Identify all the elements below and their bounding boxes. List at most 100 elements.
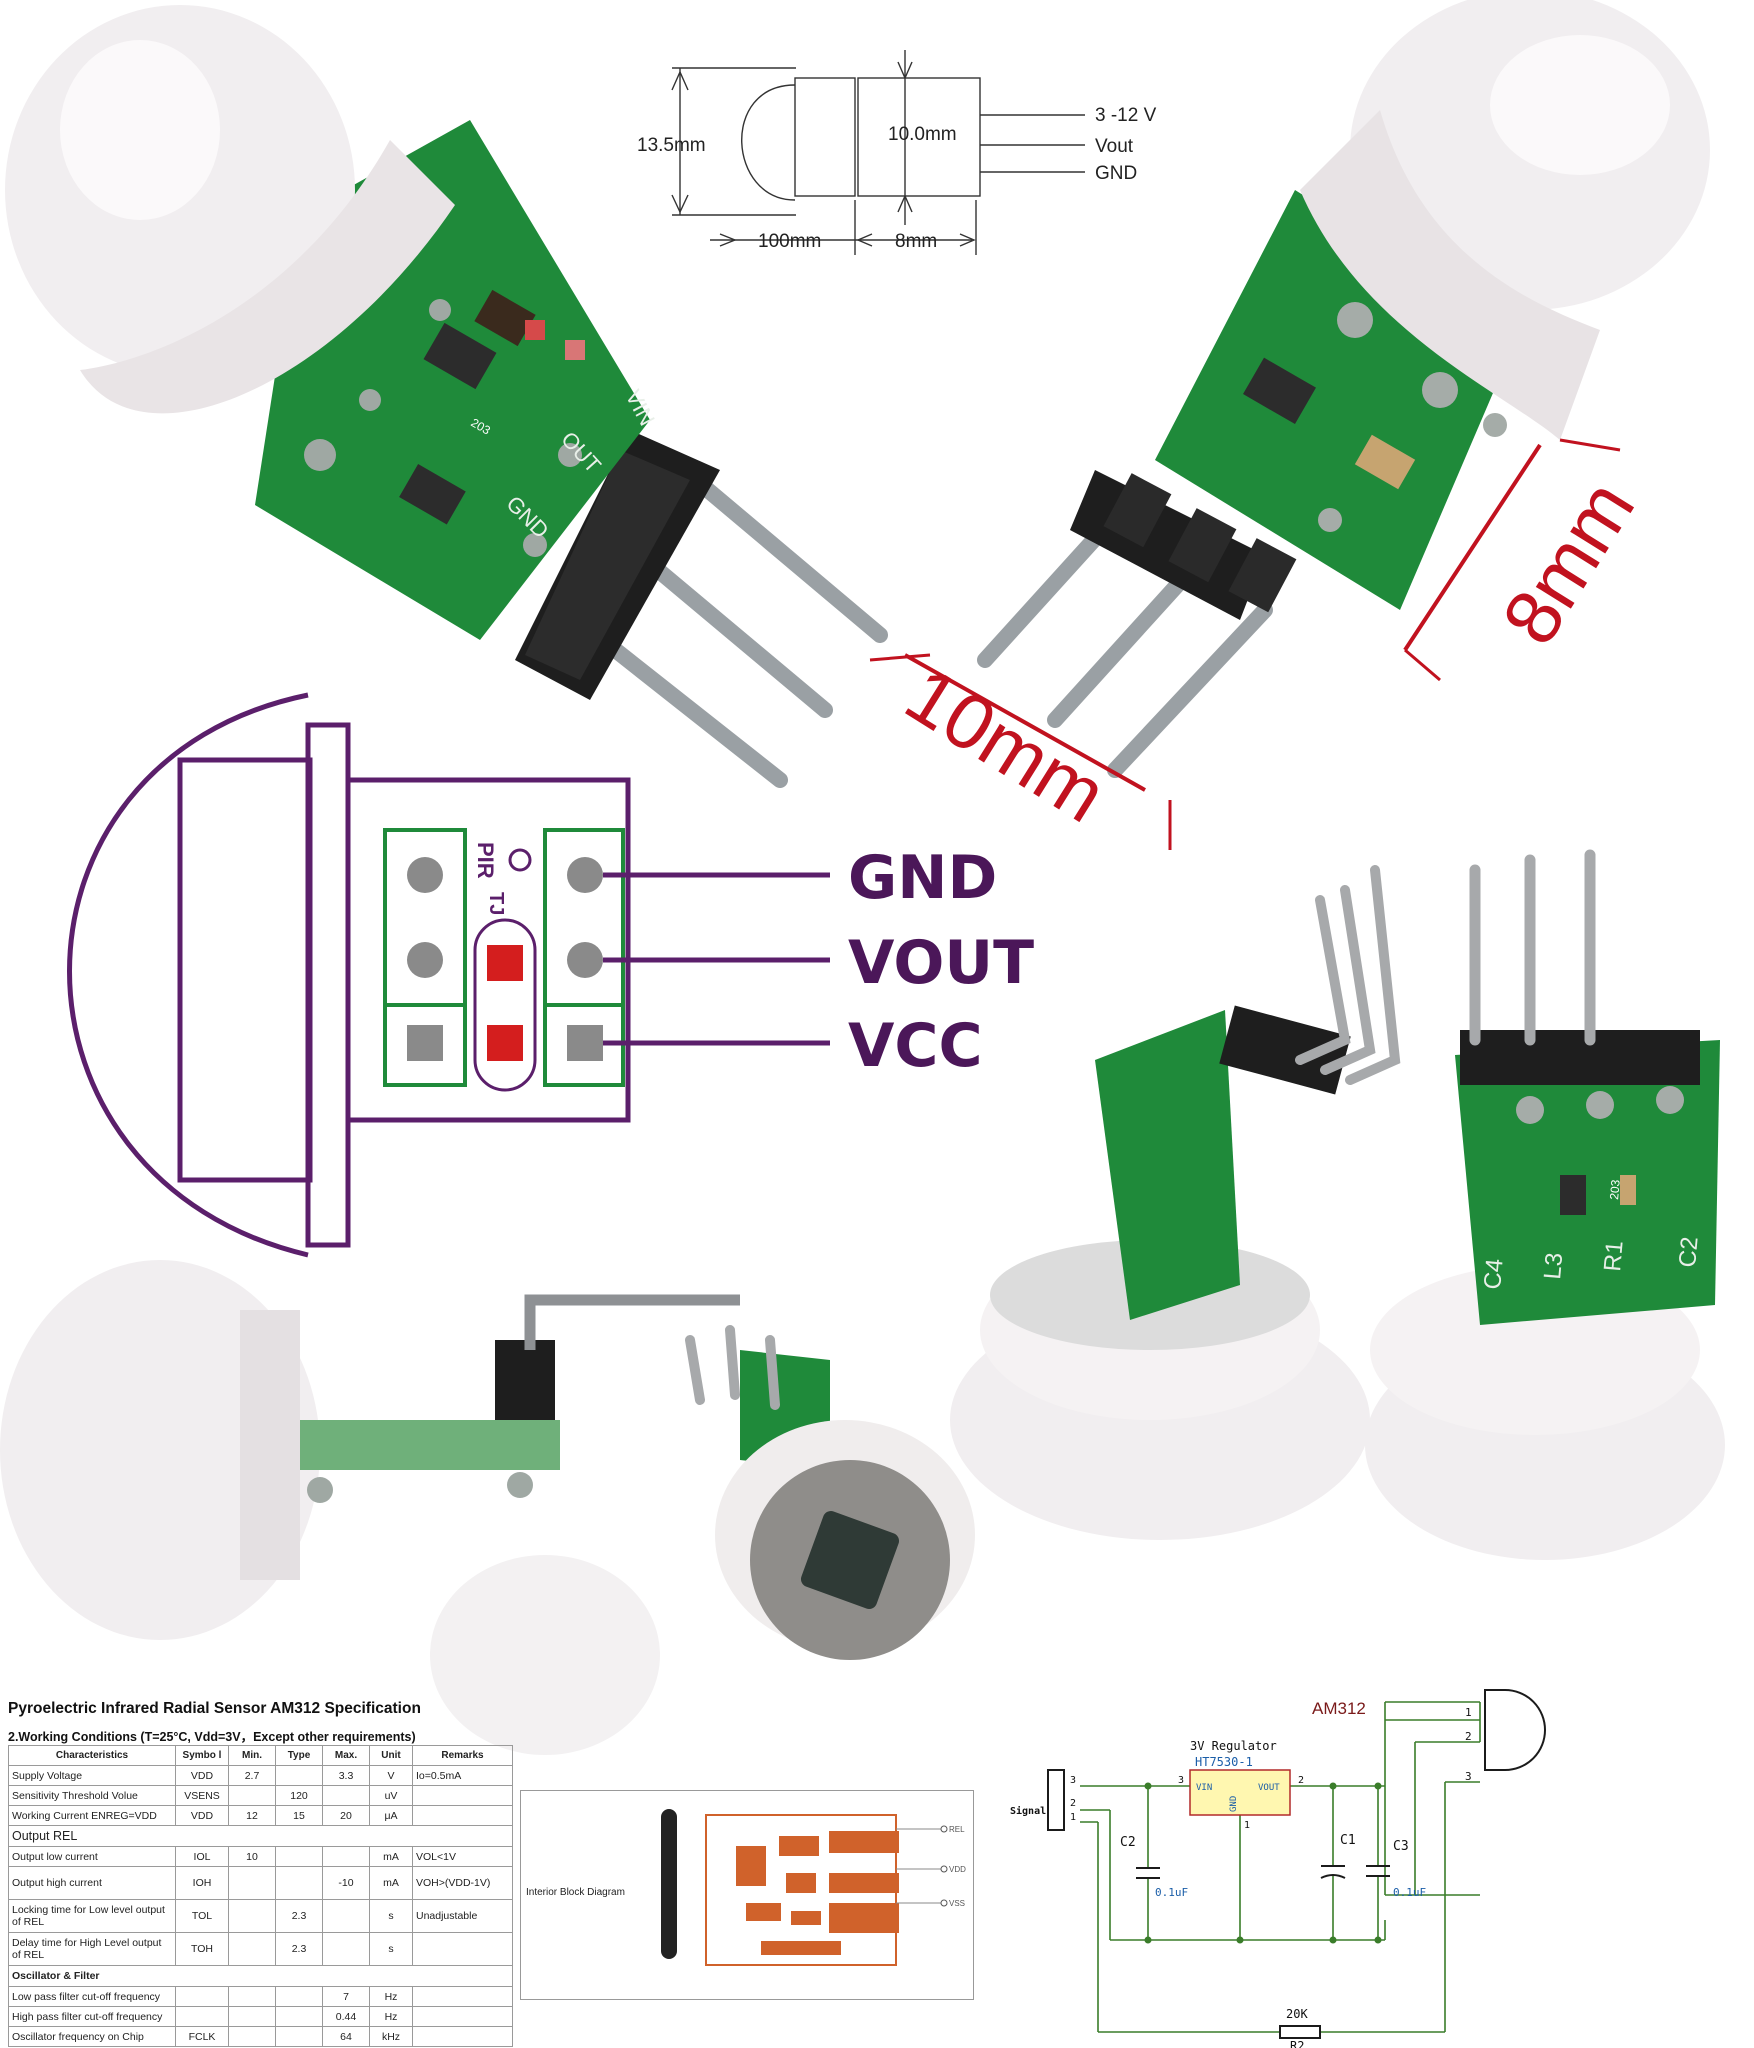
spec-cell: 12 [228,1805,276,1826]
spec-cell [412,1932,513,1966]
connector-pin-3: 3 [1070,1775,1076,1786]
pin-header-right [1070,470,1297,620]
spec-cell: 3.3 [322,1765,370,1786]
header-pins-right [977,492,1273,778]
spec-cell: 120 [275,1785,323,1806]
spec-cell: mA [369,1846,413,1867]
spec-cell: Delay time for High Level output of REL [8,1932,176,1966]
circuit-parts [1047,1689,1546,2039]
sensor-pin-3: 3 [1465,1770,1472,1783]
col-type: Type [275,1745,323,1766]
spec-cell: IOH [175,1866,229,1900]
pinout-vcc-label: VCC [848,1011,983,1081]
reg-pinnum-1: 1 [1244,1820,1250,1831]
spec-cell: TOL [175,1899,229,1933]
spec-cell: Sensitivity Threshold Volue [8,1785,176,1806]
spec-cell [412,1986,513,2007]
spec-cell: Hz [369,1986,413,2007]
col-symbol: Symbo l [175,1745,229,1766]
spec-cell [412,1785,513,1806]
spec-cell: uV [369,1785,413,1806]
pcb-board [255,120,650,640]
r2-value: 20K [1286,2007,1308,2021]
connector-pin-1: 1 [1070,1812,1076,1823]
pcb-board-right [1155,190,1520,610]
r2-label: R2 [1290,2039,1304,2048]
circuit-wires [1080,1701,1481,2033]
c1-label: C1 [1340,1833,1356,1848]
pir-dome-right [1300,0,1710,440]
spec-cell: VOL<1V [412,1846,513,1867]
silk-out: OUT [556,427,606,478]
pcb-silkscreen-bottom-right: C4 L3 R1 C2 203 [1479,1179,1704,1291]
spec-cell: Locking time for Low level output of REL [8,1899,176,1933]
connector-pin-2: 2 [1070,1798,1076,1809]
spec-cell [228,1866,276,1900]
block-out-rel: REL [949,1825,965,1834]
spec-cell: Io=0.5mA [412,1765,513,1786]
spec-cell: Low pass filter cut-off frequency [8,1986,176,2007]
silk-203-b: 203 [1607,1179,1623,1200]
reg-pin-vin: VIN [1196,1783,1212,1793]
block-diagram: Interior Block Diagram REL VDD VSS [520,1790,974,2000]
sensor-pin-1: 1 [1465,1706,1472,1719]
col-min: Min. [228,1745,276,1766]
col-remarks: Remarks [412,1745,513,1766]
pinout-outline [67,692,631,1258]
red-dimension-lines [869,438,1621,850]
spec-cell [412,2026,513,2047]
spec-cell: 2.7 [228,1765,276,1786]
circuit-title: AM312 [1312,1699,1366,1718]
regulator-part: HT7530-1 [1195,1755,1253,1769]
height-label: 13.5mm [637,135,706,156]
spec-cell [322,1785,370,1806]
spec-cell: s [369,1899,413,1933]
spec-cell [322,1846,370,1867]
regulator-box [1189,1769,1291,1816]
spec-cell [228,2006,276,2027]
silk-r1: R1 [1599,1240,1629,1273]
block-out-vdd: VDD [949,1865,966,1874]
spec-cell: 64 [322,2026,370,2047]
silk-pir: PIR [473,842,498,879]
spec-cell: s [369,1932,413,1966]
c2-value: 0.1uF [1155,1886,1188,1899]
c2-label: C2 [1120,1835,1136,1850]
silk-l3: L3 [1539,1252,1568,1281]
spec-cell: Oscillator frequency on Chip [8,2026,176,2047]
spec-title: Pyroelectric Infrared Radial Sensor AM31… [8,1700,421,1717]
pinout-pads [383,828,625,1092]
spec-cell: 10 [228,1846,276,1867]
spec-cell: 0.44 [322,2006,370,2027]
spec-cell: kHz [369,2026,413,2047]
silk-c2: C2 [1674,1236,1704,1269]
spec-cell: Unadjustable [412,1899,513,1933]
spec-cell: 20 [322,1805,370,1826]
silk-tj: TJ [485,892,507,915]
spec-header-row: Characteristics Symbo l Min. Type Max. U… [8,1745,513,1766]
photo-length-label: 10mm [891,650,1121,839]
photo-depth-label: 8mm [1485,465,1651,659]
spec-block: Pyroelectric Infrared Radial Sensor AM31… [8,1700,513,2047]
spec-cell [275,2026,323,2047]
spec-cell: Output high current [8,1866,176,1900]
spec-section-label: Output REL [8,1825,513,1847]
pin-header [515,430,720,700]
spec-cell: VSENS [175,1785,229,1806]
header-pins [582,467,888,788]
spec-cell: V [369,1765,413,1786]
pir-dome [5,5,455,414]
spec-cell [228,1932,276,1966]
spec-cell: Hz [369,2006,413,2027]
block-diagram-label: Interior Block Diagram [526,1887,625,1898]
depth-label: 8mm [895,231,937,252]
spec-subtitle: 2.Working Conditions (T=25°C, Vdd=3V，Exc… [8,1730,416,1744]
reg-pinnum-2: 2 [1298,1775,1304,1786]
